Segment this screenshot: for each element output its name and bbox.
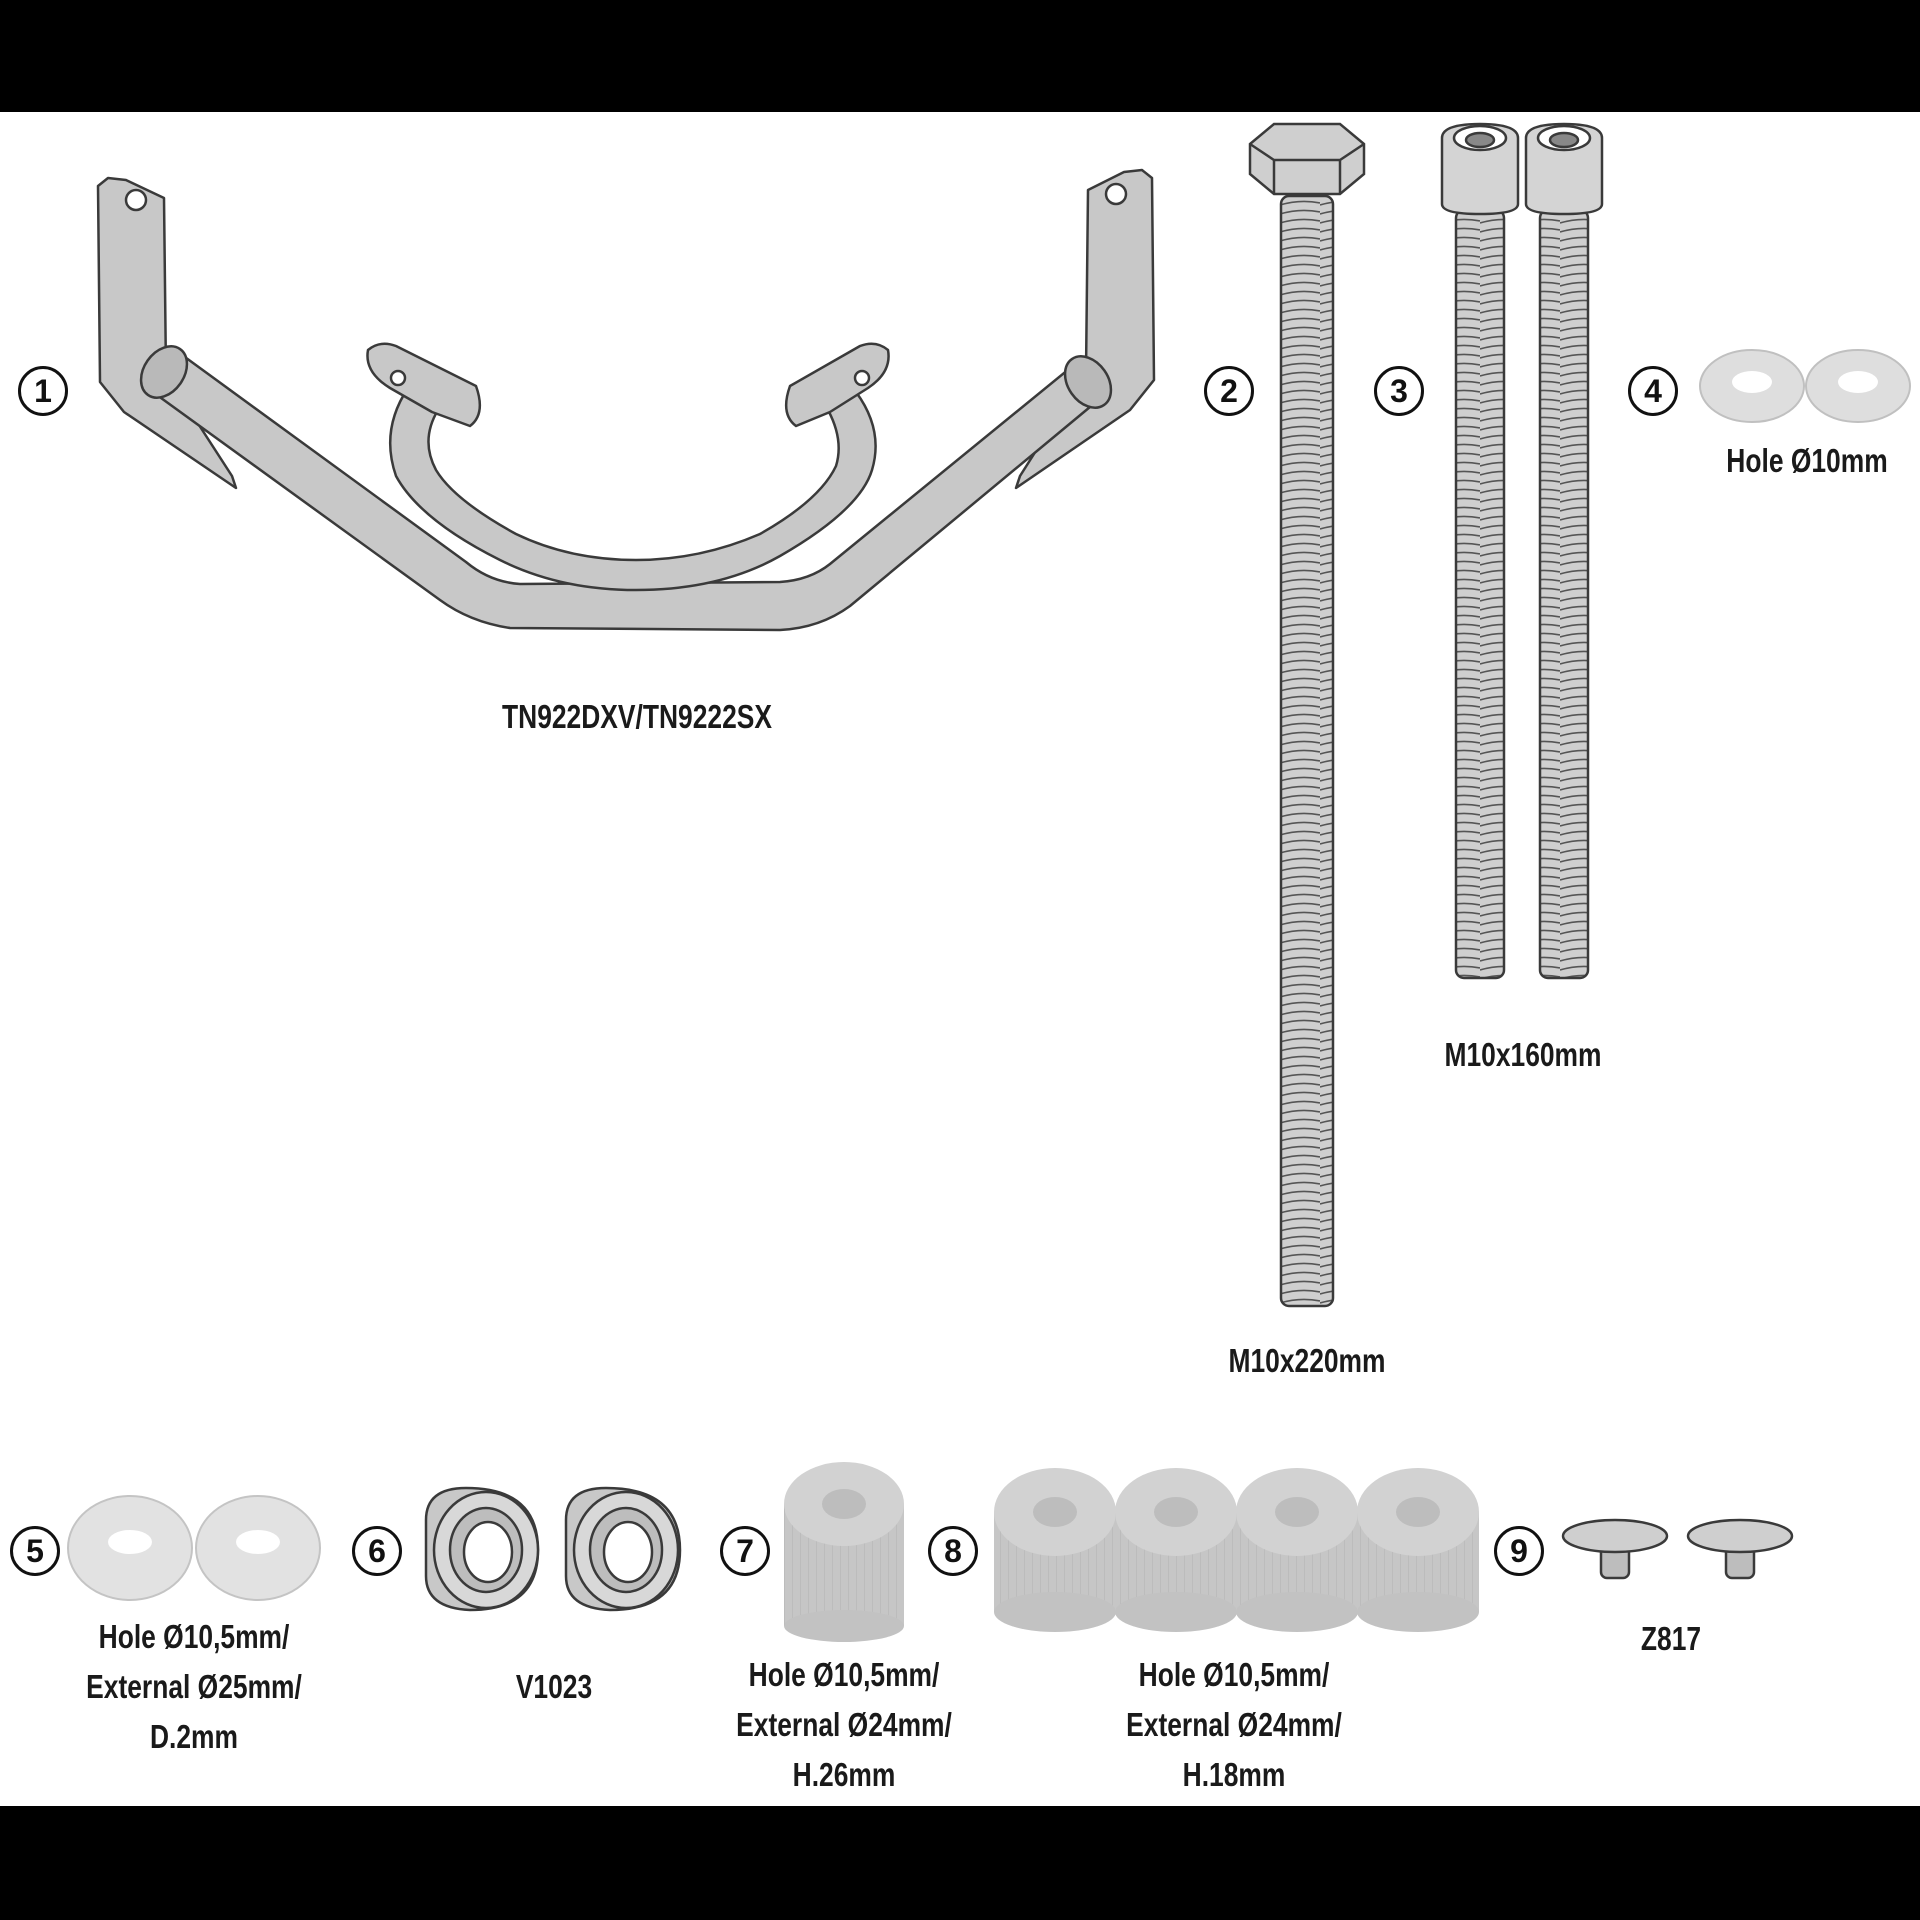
- item-number-4: 4: [1628, 366, 1678, 416]
- bushing-pair: [424, 1486, 682, 1612]
- part-label-9: Z817: [1640, 1620, 1702, 1657]
- bracket-frame: [96, 168, 1156, 632]
- item-number-2: 2: [1204, 366, 1254, 416]
- right-tab: [784, 342, 890, 428]
- part-label-6: V1023: [515, 1668, 593, 1705]
- right-tab-hole: [853, 369, 871, 387]
- spacer-short-set: [994, 1468, 1479, 1632]
- item-number-7: 7: [720, 1526, 770, 1576]
- washer-large-pair: [67, 1495, 321, 1601]
- left-side-plate: [96, 176, 238, 490]
- left-tab-hole: [389, 369, 407, 387]
- part-label-1: TN922DXV/TN9222SX: [502, 698, 772, 735]
- left-plate-hole: [124, 188, 148, 212]
- part-label-2: M10x220mm: [1228, 1342, 1386, 1379]
- socket-screw-right: [1524, 122, 1604, 980]
- socket-screw-left: [1440, 122, 1520, 980]
- item-number-1: 1: [18, 366, 68, 416]
- part-label-5: Hole Ø10,5mm/ External Ø25mm/ D.2mm: [86, 1618, 302, 1755]
- rivet-pair: [1561, 1518, 1794, 1580]
- part-label-3: M10x160mm: [1444, 1036, 1602, 1073]
- inner-loop: [388, 386, 877, 592]
- part-label-7: Hole Ø10,5mm/ External Ø24mm/ H.26mm: [736, 1656, 952, 1793]
- left-tube-end: [139, 345, 189, 399]
- item-number-8: 8: [928, 1526, 978, 1576]
- item-number-9: 9: [1494, 1526, 1544, 1576]
- item-number-6: 6: [352, 1526, 402, 1576]
- part-label-8: Hole Ø10,5mm/ External Ø24mm/ H.18mm: [1126, 1656, 1342, 1793]
- washer-small-pair: [1699, 349, 1911, 423]
- hex-bolt-long: [1248, 122, 1366, 1308]
- part-label-4: Hole Ø10mm: [1726, 442, 1888, 479]
- right-tube-end: [1063, 355, 1113, 409]
- spacer-tall: [784, 1462, 904, 1642]
- item-number-3: 3: [1374, 366, 1424, 416]
- item-number-5: 5: [10, 1526, 60, 1576]
- right-plate-hole: [1104, 182, 1128, 206]
- left-tab: [366, 342, 482, 428]
